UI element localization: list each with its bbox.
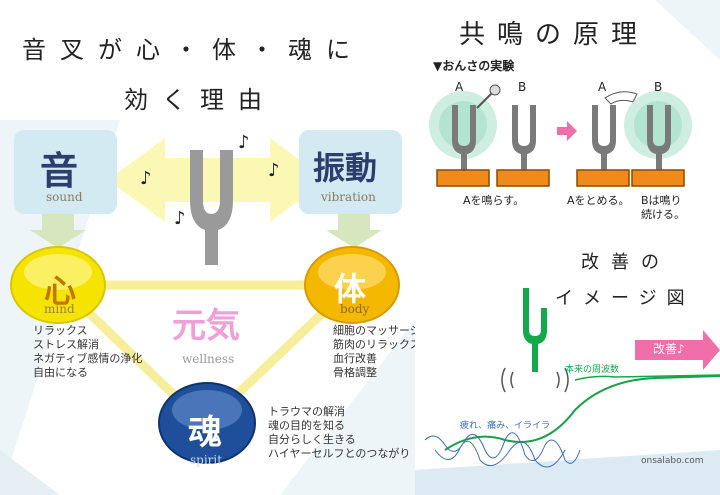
list-item: トラウマの解消	[268, 405, 345, 418]
fork-label-b2: B	[654, 80, 663, 94]
list-item: リラックス	[33, 324, 88, 337]
natural-frequency-label: 本来の周波数	[565, 365, 620, 375]
mind-list: リラックス ストレス解消 ネガティブ感情の浄化 自由になる	[33, 324, 142, 380]
list-item: 自分らしく生きる	[268, 433, 356, 446]
list-item: ストレス解消	[33, 338, 99, 351]
list-item: 細胞のマッサージ	[333, 324, 421, 337]
vibration-box	[299, 130, 402, 214]
double-arrow	[108, 138, 327, 222]
main-title-line1: 音叉が心・体・魂に	[22, 36, 364, 64]
experiment-label: ▼おんさの実験	[433, 59, 515, 73]
list-item: ネガティブ感情の浄化	[33, 352, 143, 365]
right-background	[415, 0, 720, 495]
fork-label-a2: A	[598, 80, 607, 94]
spirit-label: spirit	[190, 453, 223, 467]
improve-arrow-label: 改善♪	[653, 342, 685, 356]
down-arrow-left	[30, 212, 86, 248]
list-item: 骨格調整	[333, 366, 377, 379]
tuning-fork-icon	[436, 105, 490, 187]
music-note-icon: ♪	[174, 208, 186, 229]
pink-arrow-icon	[557, 121, 577, 141]
wellness-kanji: 元気	[172, 306, 240, 346]
sound-kanji: 音	[40, 149, 79, 193]
diagram-graphics	[10, 130, 402, 464]
fork-label-b1: B	[518, 80, 527, 94]
vibration-label: vibration	[321, 190, 376, 204]
main-title-line2: 効く理由	[124, 86, 276, 114]
improvement-graphic	[424, 288, 720, 468]
tuning-fork-icon	[576, 105, 630, 187]
down-arrow-right	[326, 212, 382, 248]
tuning-fork-icon	[631, 105, 685, 187]
left-panel: 音叉が心・体・魂に 効く理由 ♪ ♪ ♪ ♪ 音 sound 振	[0, 36, 421, 495]
improve-title-line1: 改善の	[581, 252, 671, 273]
site-credit: onsalabo.com	[641, 456, 704, 466]
mind-kanji: 心	[44, 272, 77, 310]
list-item: 魂の目的を知る	[268, 419, 345, 432]
resonance-title: 共鳴の原理	[459, 20, 650, 50]
improve-title-line2: イメージ図	[555, 288, 695, 309]
tuning-fork-icon	[190, 150, 233, 265]
list-item: ハイヤーセルフとのつながり	[268, 447, 411, 460]
body-label: body	[340, 302, 370, 316]
list-item: 血行改善	[333, 352, 377, 365]
sound-label: sound	[46, 190, 83, 204]
body-list: 細胞のマッサージ 筋肉のリラックス 血行改善 骨格調整	[333, 324, 421, 380]
right-panel: 共鳴の原理 ▼おんさの実験 A B A B Aを鳴	[415, 0, 720, 495]
mind-label: mind	[44, 302, 75, 316]
hand-icon	[604, 91, 638, 105]
caption-b-continues-1: Bは鳴り	[641, 194, 682, 207]
sound-box	[14, 130, 117, 214]
body-kanji: 体	[334, 270, 367, 308]
tuning-fork-icon	[496, 105, 550, 187]
music-note-icon: ♪	[238, 132, 250, 153]
music-note-icon: ♪	[140, 168, 152, 189]
list-item: 自由になる	[33, 366, 88, 379]
fork-experiment	[429, 84, 692, 187]
improve-arrow	[635, 330, 720, 370]
caption-ring-a: Aを鳴らす。	[463, 194, 525, 207]
fork-label-a1: A	[455, 80, 464, 94]
caption-b-continues-2: 続ける。	[641, 208, 685, 221]
wellness-label: wellness	[182, 352, 235, 366]
spirit-kanji: 魂	[188, 413, 222, 453]
tuning-fork-icon	[523, 288, 547, 372]
pain-label: 疲れ、痛み、イライラ	[460, 421, 551, 431]
music-note-icon: ♪	[268, 160, 280, 181]
vibration-kanji: 振動	[313, 149, 378, 187]
spirit-list: トラウマの解消 魂の目的を知る 自分らしく生きる ハイヤーセルフとのつながり	[268, 405, 410, 461]
caption-stop-a: Aをとめる。	[567, 194, 630, 207]
list-item: 筋肉のリラックス	[333, 338, 421, 351]
